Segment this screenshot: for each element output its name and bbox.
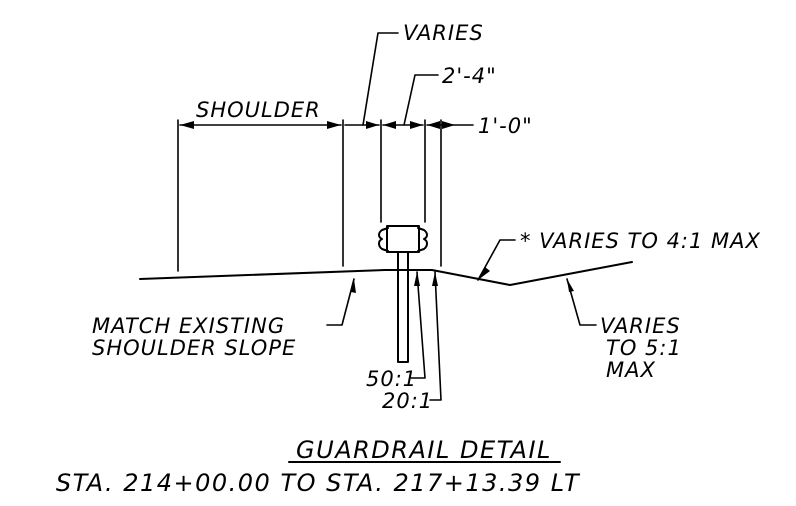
- arrowhead: [383, 121, 396, 129]
- ground-profile-line: [139, 261, 633, 286]
- label-dim-1-0: 1'-0": [478, 114, 533, 138]
- arrowhead: [366, 121, 379, 129]
- dim-2-4-leader: [403, 74, 439, 126]
- guardrail-blockout: [386, 225, 420, 253]
- varies-4-1-leader: [477, 239, 516, 281]
- guardrail-beam-icon: [378, 227, 389, 252]
- label-varies-5-1-line3: MAX: [606, 358, 656, 382]
- arrowhead: [567, 279, 574, 292]
- label-varies-top: VARIES: [403, 21, 484, 45]
- label-varies-5-1-line1: VARIES: [600, 314, 681, 338]
- arrowhead: [414, 272, 420, 286]
- label-slope-20: 20:1: [382, 389, 433, 413]
- arrowhead: [478, 267, 490, 280]
- guardrail-beam-icon: [417, 227, 428, 252]
- label-shoulder: SHOULDER: [196, 98, 321, 122]
- arrowhead: [410, 121, 423, 129]
- arrowhead: [180, 121, 194, 129]
- slope-20-leader: [429, 271, 442, 401]
- label-slope-50: 50:1: [366, 367, 417, 391]
- label-match-existing: MATCH EXISTING: [92, 314, 285, 338]
- varies-5-1-leader: [566, 278, 597, 326]
- label-shoulder-slope: SHOULDER SLOPE: [92, 336, 296, 360]
- arrowhead: [427, 121, 440, 129]
- arrowhead: [442, 121, 455, 129]
- arrowhead: [432, 272, 438, 286]
- arrowhead: [351, 279, 356, 293]
- slope-50-leader: [410, 271, 426, 379]
- arrowhead: [327, 121, 341, 129]
- label-varies-4-1: * VARIES TO 4:1 MAX: [520, 229, 761, 253]
- match-slope-leader: [326, 278, 355, 326]
- label-varies-5-1-line2: TO 5:1: [606, 336, 682, 360]
- title-guardrail-detail: GUARDRAIL DETAIL: [296, 436, 552, 464]
- guardrail-post: [397, 251, 409, 363]
- label-dim-2-4: 2'-4": [442, 64, 497, 88]
- varies-leader: [362, 32, 399, 126]
- title-station-range: STA. 214+00.00 TO STA. 217+13.39 LT: [56, 469, 581, 497]
